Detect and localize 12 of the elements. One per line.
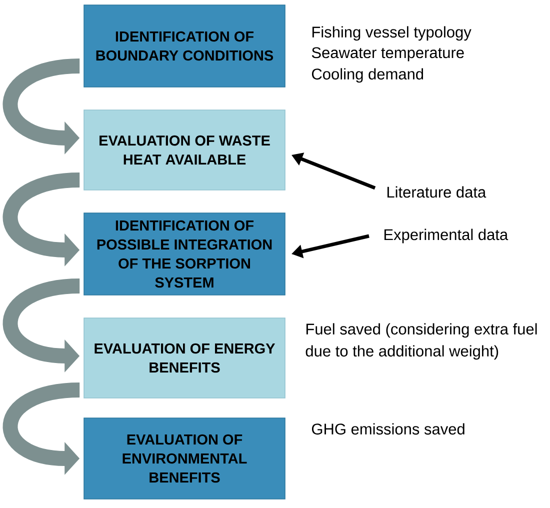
source-label: Experimental data (384, 228, 508, 244)
process-box: IDENTIFICATION OF POSSIBLE INTEGRATION OF THE SORPTION SYSTEM (84, 212, 286, 296)
side-note: Cooling demand (312, 68, 424, 83)
process-box: EVALUATION OF ENVIRONMENTAL BENEFITS (84, 418, 286, 500)
process-box: EVALUATION OF WASTE HEAT AVAILABLE (84, 110, 286, 190)
source-label: Literature data (387, 186, 486, 198)
side-note: GHG emissions saved (312, 423, 464, 435)
side-note: Seawater temperature (312, 47, 464, 62)
process-box: IDENTIFICATION OF BOUNDARY CONDITIONS (84, 4, 286, 88)
side-note: Fishing vessel typology (312, 26, 472, 41)
process-box: EVALUATION OF ENERGY BENEFITS (84, 318, 286, 398)
side-note: Fuel saved (considering extra fuel due to the additional weight) (306, 323, 537, 360)
